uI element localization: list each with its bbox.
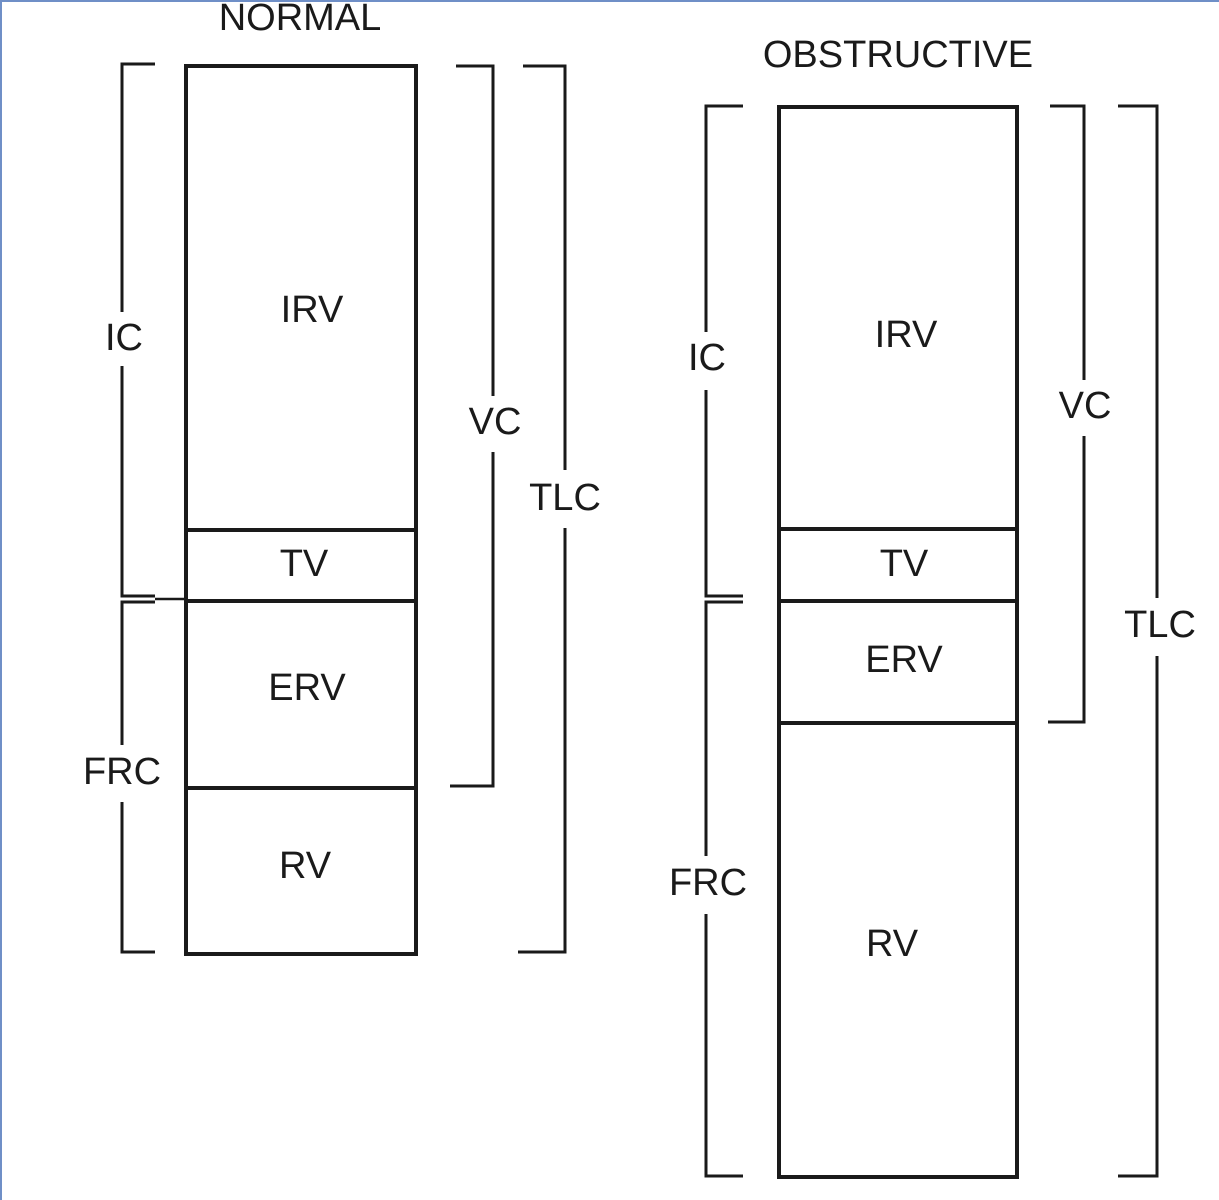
obstructive-vc-bracket-bottom (1048, 436, 1086, 724)
obstructive-frc-bracket-bottom (704, 914, 743, 1178)
obstructive-vc-label: VC (1059, 385, 1112, 427)
normal-irv-label: IRV (281, 289, 344, 331)
obstructive-frc-label: FRC (669, 862, 747, 904)
obstructive-tv-label: TV (880, 543, 929, 585)
obstructive-irv-label: IRV (875, 314, 938, 356)
normal-erv-label: ERV (268, 667, 346, 709)
normal-tlc-label: TLC (529, 477, 601, 519)
normal-tlc-bracket-bottom (518, 528, 567, 954)
obstructive-panel: OBSTRUCTIVE IRV TV ERV RV IC FRC VC TLC (669, 34, 1196, 1179)
normal-frc-bracket-bottom (120, 802, 155, 954)
obstructive-tlc-bracket-bottom (1118, 656, 1159, 1178)
obstructive-tlc-bracket-top (1118, 104, 1159, 598)
normal-ic-bracket-bottom (120, 366, 155, 598)
normal-vc-label: VC (469, 401, 522, 443)
obstructive-rv-label: RV (866, 923, 919, 965)
normal-vc-bracket-top (456, 64, 495, 396)
normal-tv-label: TV (280, 543, 329, 585)
normal-panel: NORMAL IRV TV ERV RV IC FRC VC TLC (83, 0, 601, 956)
normal-ic-label: IC (105, 317, 143, 359)
obstructive-ic-label: IC (688, 337, 726, 379)
obstructive-ic-bracket-bottom (704, 390, 743, 598)
obstructive-vc-bracket-top (1050, 104, 1086, 380)
normal-title: NORMAL (219, 0, 382, 39)
normal-tlc-bracket-top (523, 64, 567, 470)
obstructive-erv-label: ERV (865, 639, 943, 681)
normal-ic-bracket-top (120, 62, 155, 312)
normal-volume-column (184, 64, 418, 956)
obstructive-title: OBSTRUCTIVE (763, 34, 1033, 76)
obstructive-frc-bracket-top (704, 600, 743, 856)
normal-frc-label: FRC (83, 751, 161, 793)
obstructive-ic-bracket-top (704, 104, 743, 332)
obstructive-volume-column (777, 105, 1019, 1179)
normal-frc-bracket-top (120, 600, 155, 745)
normal-vc-bracket-bottom (450, 452, 495, 788)
obstructive-tlc-label: TLC (1124, 604, 1196, 646)
normal-rv-label: RV (279, 845, 332, 887)
